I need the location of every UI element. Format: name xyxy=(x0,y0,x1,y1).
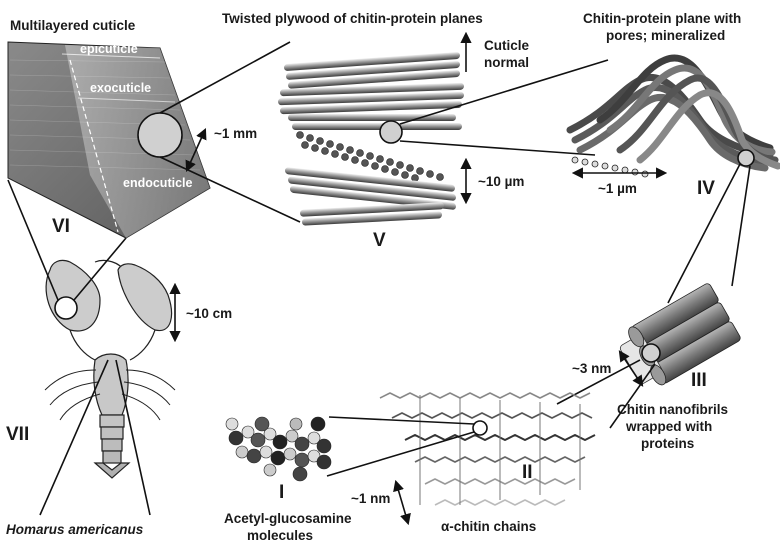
scale-10um-label: ~10 µm xyxy=(478,174,524,189)
level-vii-label: VII xyxy=(6,424,29,445)
multilayered-cuticle-label: Multilayered cuticle xyxy=(10,18,136,33)
cuticle-zoom-circle xyxy=(138,113,182,157)
nanofibrils-label-2: wrapped with xyxy=(625,419,712,434)
connector-vi-v-top xyxy=(160,42,290,113)
scale-1nm-label: ~1 nm xyxy=(351,491,390,506)
level-iv-label: IV xyxy=(697,178,715,199)
level-i-label: I xyxy=(279,482,284,503)
plane-title-label-1: Chitin-protein plane with xyxy=(583,11,741,26)
plane-zoom-circle xyxy=(738,150,754,166)
nanofibril-zoom-circle xyxy=(642,344,660,362)
scale-3nm-label: ~3 nm xyxy=(572,361,611,376)
acetyl-label-2: molecules xyxy=(247,528,313,543)
cuticle-normal-label-2: normal xyxy=(484,55,529,70)
exocuticle-label: exocuticle xyxy=(90,81,151,95)
plywood-zoom-circle xyxy=(380,121,402,143)
level-v-label: V xyxy=(373,230,386,251)
alpha-chitin-label: α-chitin chains xyxy=(441,519,536,534)
scale-1mm-label: ~1 mm xyxy=(214,126,257,141)
plywood-stack xyxy=(278,52,464,226)
twisted-plywood-label: Twisted plywood of chitin-protein planes xyxy=(222,11,483,26)
alpha-chitin-chains xyxy=(380,393,595,505)
lobster-illustration xyxy=(45,260,175,478)
connector-ii-i-bottom xyxy=(327,432,474,476)
level-ii-label: II xyxy=(522,462,533,483)
acetyl-glucosamine-molecule xyxy=(226,417,331,481)
level-vi-label: VI xyxy=(52,216,70,237)
scale-1um-label: ~1 µm xyxy=(598,181,637,196)
connector-v-iv-bottom xyxy=(400,141,595,155)
chain-zoom-circle xyxy=(473,421,487,435)
species-label: Homarus americanus xyxy=(6,522,144,537)
level-iii-label: III xyxy=(691,370,707,391)
cuticle-normal-label-1: Cuticle xyxy=(484,38,530,53)
endocuticle-label: endocuticle xyxy=(123,176,193,190)
epicuticle-label: epicuticle xyxy=(80,42,138,56)
connector-iv-iii-right xyxy=(732,166,750,286)
scale-1nm-arrow xyxy=(396,482,408,523)
nanofibrils-label-1: Chitin nanofibrils xyxy=(617,402,728,417)
scale-10cm-label: ~10 cm xyxy=(186,306,232,321)
plane-title-label-2: pores; mineralized xyxy=(606,28,725,43)
species-pointer-left xyxy=(40,360,108,515)
nanofibrils-label-3: proteins xyxy=(641,436,694,451)
lobster-zoom-circle xyxy=(55,297,77,319)
nanofibril-bundle xyxy=(613,282,741,394)
acetyl-label-1: Acetyl-glucosamine xyxy=(224,511,352,526)
